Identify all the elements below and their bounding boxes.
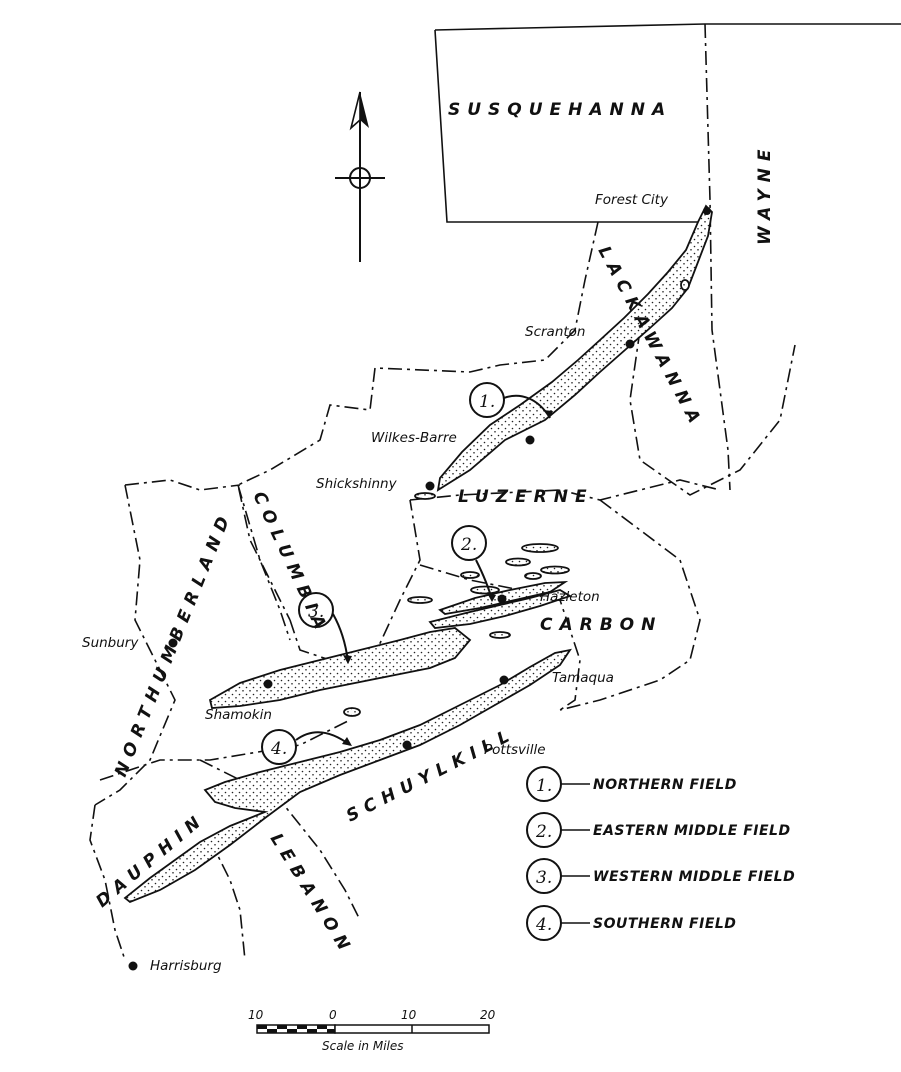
coal-fields [123,204,713,904]
scale-bar: 10 0 10 20 Scale in Miles [248,1008,496,1053]
susquehanna-boundary [434,29,705,223]
columbia-boundary [289,499,421,666]
western-middle-field-islet [343,707,361,717]
forest-city-dot [703,207,711,215]
svg-text:3.: 3. [308,602,324,622]
svg-text:WESTERN MIDDLE FIELD: WESTERN MIDDLE FIELD [593,869,795,885]
scale-tick-label: 0 [329,1008,337,1022]
north-arrow-icon [335,91,385,262]
town-labels: Forest City Scranton Wilkes-Barre Shicks… [82,192,669,974]
scale-caption: Scale in Miles [322,1039,404,1053]
scale-tick-label: 20 [480,1008,496,1022]
carbon-boundary [559,499,701,711]
county-label-carbon: CARBON [540,615,662,635]
dauphin-boundary [89,804,126,961]
field-marker-2: 2. [451,525,496,602]
svg-text:4.: 4. [535,915,552,935]
field-marker-3: 3. [298,592,352,664]
legend-item-western-middle: 3. WESTERN MIDDLE FIELD [526,858,795,894]
wayne-west-boundary [704,23,731,491]
town-label-hazleton: Hazleton [540,589,600,605]
scale-tick-label: 10 [248,1008,264,1022]
town-label-shickshinny: Shickshinny [316,476,398,492]
luzerne-north-boundary [237,367,376,621]
northumberland-boundary [94,479,241,806]
shamokin-dot [263,679,273,689]
town-label-wilkes-barre: Wilkes-Barre [371,430,457,446]
county-label-lebanon: LEBANON [266,830,357,960]
scale-tick-label: 10 [401,1008,417,1022]
town-label-harrisburg: Harrisburg [150,958,222,974]
northumberland-east-boundary [237,484,291,641]
svg-text:1.: 1. [536,776,552,796]
pottsville-dot [402,740,412,750]
county-label-wayne: WAYNE [755,142,775,245]
schuylkill-north-boundary [99,719,351,781]
legend-item-eastern-middle: 2. EASTERN MIDDLE FIELD [526,812,791,848]
svg-text:4.: 4. [270,739,287,759]
northern-field-islet [680,279,690,291]
svg-text:3.: 3. [536,868,552,888]
svg-text:EASTERN MIDDLE FIELD: EASTERN MIDDLE FIELD [593,823,791,839]
tamaqua-dot [499,675,509,685]
top-border [434,23,901,31]
svg-text:2.: 2. [460,535,477,555]
field-marker-1: 1. [469,382,553,419]
southern-field [123,648,572,904]
svg-text:NORTHERN FIELD: NORTHERN FIELD [593,777,737,793]
county-label-luzerne: LUZERNE [458,487,594,507]
legend-item-northern: 1. NORTHERN FIELD [526,766,737,802]
western-middle-field [208,627,472,709]
northern-field-islet [414,492,436,500]
town-label-tamaqua: Tamaqua [552,670,614,686]
sunbury-dot [168,638,178,648]
svg-text:SOUTHERN FIELD: SOUTHERN FIELD [593,916,736,932]
field-marker-callouts: 1. 2. 3. 4. [261,382,553,765]
harrisburg-dot [128,961,138,971]
scranton-dot [625,339,635,349]
lebanon-boundary [209,839,246,961]
town-dots [128,207,711,971]
legend: 1. NORTHERN FIELD 2. EASTERN MIDDLE FIEL… [526,766,795,941]
town-label-shamokin: Shamokin [205,707,272,723]
lackawanna-east-boundary [629,329,796,496]
town-label-sunbury: Sunbury [82,635,139,651]
legend-item-southern: 4. SOUTHERN FIELD [526,905,736,941]
wilkes-barre-dot [525,435,535,445]
lackawanna-west-boundary [374,221,599,373]
town-label-forest-city: Forest City [595,192,669,208]
svg-text:1.: 1. [479,392,495,412]
shickshinny-dot [425,481,435,491]
hazleton-dot [497,594,507,604]
field-marker-4: 4. [261,729,352,765]
town-label-scranton: Scranton [525,324,585,340]
northern-field [436,204,713,492]
town-label-pottsville: Pottsville [484,742,546,758]
county-label-susquehanna: SUSQUEHANNA [448,100,672,120]
svg-text:2.: 2. [535,822,552,842]
